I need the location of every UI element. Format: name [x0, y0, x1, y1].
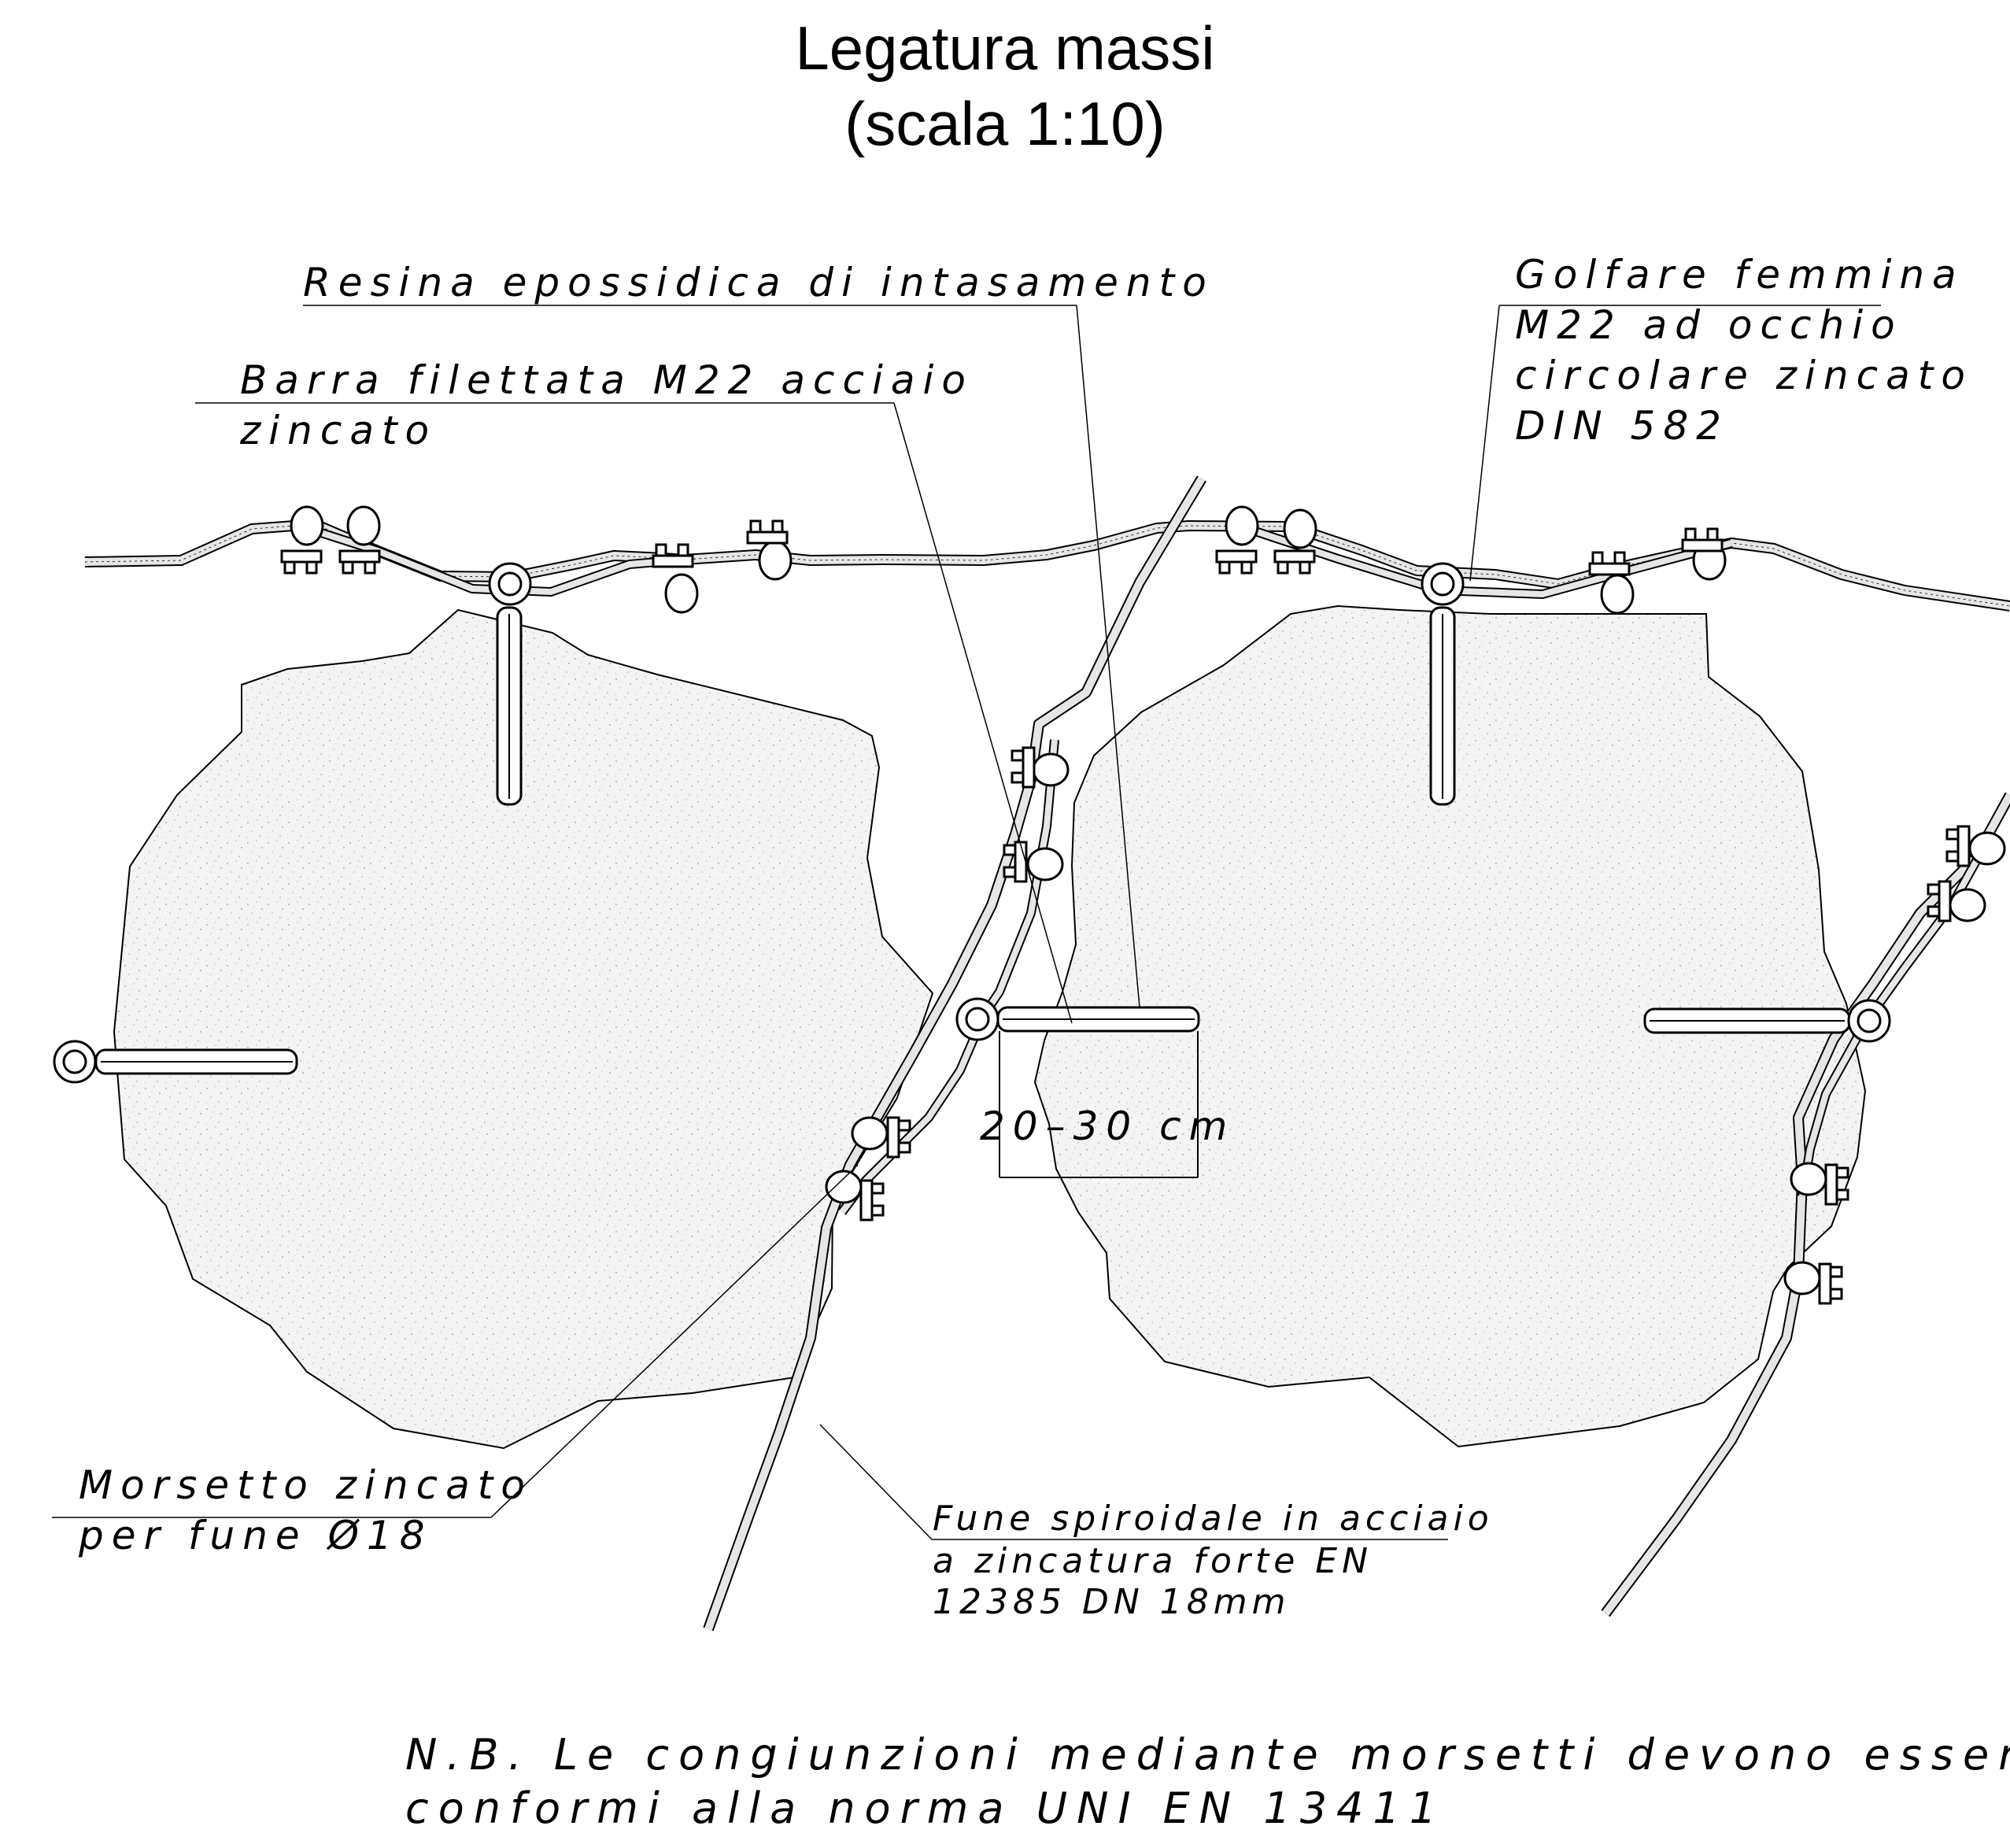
cable-clamp-top-5 — [1215, 505, 1259, 575]
eyebolt-left-top — [488, 562, 532, 606]
label-golfare-line2: M22 ad occhio — [1515, 302, 1903, 348]
label-barra-line2: zincato — [240, 408, 438, 453]
leader-golfare — [1469, 305, 1881, 582]
leader-fune — [819, 1424, 1448, 1540]
eyebolt-right-side — [1847, 999, 1891, 1043]
leader-morsetto — [52, 1164, 859, 1518]
label-fune-line2: a zincatura forte EN — [933, 1541, 1373, 1581]
threaded-bar-right-top — [1429, 606, 1456, 806]
cable-clamp-top-1 — [280, 505, 324, 575]
cable-clamp-diag-6 — [1927, 880, 1986, 922]
threaded-bar-right-side — [1643, 1007, 1851, 1034]
label-morsetto-line2: per fune Ø18 — [79, 1513, 433, 1558]
cable-clamp-diag-3 — [851, 1116, 911, 1159]
dimension-box — [999, 1031, 1199, 1178]
label-fune-line1: Fune spiroidale in acciaio — [933, 1499, 1494, 1539]
cable-clamp-top-6 — [1273, 508, 1317, 575]
boulder-left — [113, 608, 934, 1450]
cable-clamp-diag-8 — [1783, 1261, 1843, 1305]
cable-clamp-top-8 — [1681, 527, 1727, 581]
cable-clamp-diag-7 — [1790, 1162, 1849, 1206]
cable-clamp-top-7 — [1588, 551, 1635, 615]
cable-clamp-diag-1 — [1011, 746, 1070, 789]
note-line2: conformi alla norma UNI EN 13411 — [405, 1783, 1447, 1833]
drawing-title: Legatura massi — [795, 13, 1215, 83]
label-golfare-line4: DIN 582 — [1515, 403, 1729, 449]
drawing-scale: (scala 1:10) — [844, 89, 1166, 158]
threaded-bar-left-side — [94, 1048, 298, 1075]
eyebolt-left-side — [53, 1040, 97, 1084]
boulder-right — [1033, 604, 1867, 1448]
label-fune-line3: 12385 DN 18mm — [933, 1582, 1291, 1622]
eyebolt-center — [955, 997, 999, 1041]
label-barra-line1: Barra filettata M22 acciaio — [240, 357, 974, 403]
label-golfare-line1: Golfare femmina — [1515, 252, 1964, 298]
label-dimension: 20–30 cm — [980, 1103, 1236, 1149]
label-morsetto-line1: Morsetto zincato — [79, 1462, 533, 1508]
leader-barra — [195, 402, 1073, 1024]
cable-clamp-top-3 — [652, 543, 699, 614]
cable-clamp-diag-5 — [1945, 825, 2006, 867]
cable-clamp-top-4 — [746, 519, 793, 581]
note-line1: N.B. Le congiunzioni mediante morsetti d… — [405, 1730, 2010, 1780]
leader-resina — [303, 305, 1140, 1008]
threaded-bar-center — [996, 1006, 1200, 1033]
label-golfare-line3: circolare zincato — [1515, 353, 1973, 398]
cable-clamp-top-2 — [338, 505, 381, 575]
eyebolt-right-top — [1421, 562, 1465, 606]
label-resina: Resina epossidica di intasamento — [303, 260, 1214, 305]
cable-clamp-diag-4 — [825, 1170, 885, 1222]
threaded-bar-left-top — [496, 606, 523, 806]
cable-clamp-diag-2 — [1003, 841, 1064, 883]
